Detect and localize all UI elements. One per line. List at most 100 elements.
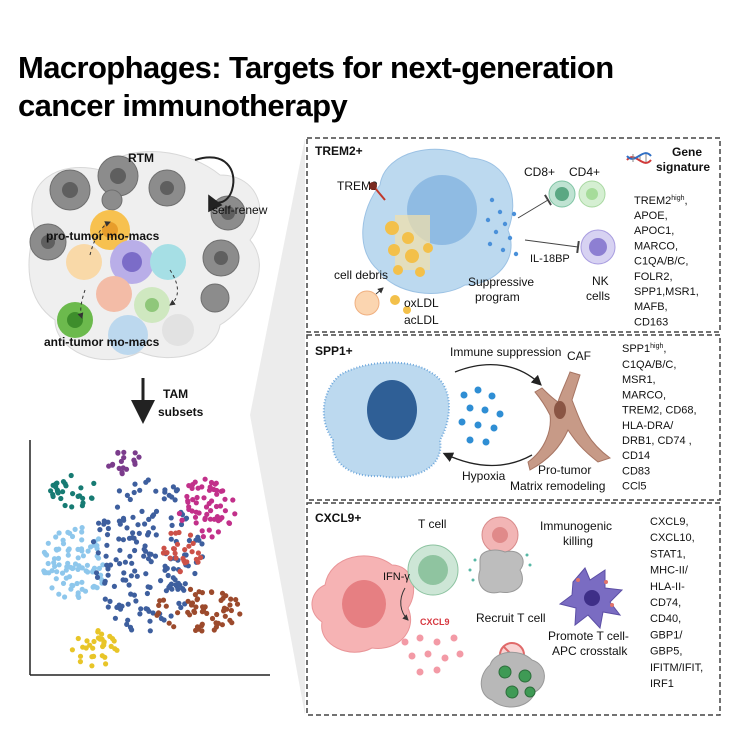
gene-item: FOLR2, xyxy=(634,271,673,283)
cxcl9-nucleus xyxy=(342,580,386,628)
il18bp-label: IL-18BP xyxy=(530,253,570,265)
promote-label-line2: APC crosstalk xyxy=(552,644,628,658)
umap-point xyxy=(161,598,166,603)
umap-point xyxy=(182,547,187,552)
umap-point xyxy=(54,576,59,581)
umap-point xyxy=(204,512,209,517)
umap-point xyxy=(127,554,132,559)
umap-point xyxy=(54,481,59,486)
umap-point xyxy=(146,530,151,535)
umap-point xyxy=(188,587,193,592)
umap-point xyxy=(143,543,148,548)
umap-point xyxy=(197,589,202,594)
umap-point xyxy=(130,530,135,535)
umap-point xyxy=(109,644,114,649)
umap-point xyxy=(163,564,168,569)
t-cell-label: T cell xyxy=(418,517,446,531)
umap-point xyxy=(188,533,193,538)
umap-point xyxy=(156,603,161,608)
umap-point xyxy=(56,592,61,597)
umap-point xyxy=(161,546,166,551)
umap-point xyxy=(186,599,191,604)
umap-point xyxy=(69,504,74,509)
umap-point xyxy=(175,542,180,547)
umap-point xyxy=(70,647,75,652)
debris-icon xyxy=(355,291,379,315)
umap-point xyxy=(162,617,167,622)
umap-point xyxy=(143,480,148,485)
umap-point xyxy=(175,610,180,615)
umap-point xyxy=(114,557,119,562)
umap-point xyxy=(132,490,137,495)
umap-point xyxy=(56,556,61,561)
umap-point xyxy=(104,543,109,548)
gene-item: MARCO, xyxy=(622,389,666,401)
umap-point xyxy=(170,523,175,528)
umap-point xyxy=(186,544,191,549)
umap-point xyxy=(79,546,84,551)
umap-point xyxy=(208,485,213,490)
umap-point xyxy=(202,517,207,522)
umap-point xyxy=(133,598,138,603)
umap-point xyxy=(107,634,112,639)
umap-point xyxy=(91,654,96,659)
tumor-microenvironment: RTM self-renew pro-tumor mo-macs anti-tu… xyxy=(29,151,268,419)
umap-point xyxy=(168,556,173,561)
umap-point xyxy=(106,526,111,531)
umap-point xyxy=(230,497,235,502)
umap-point xyxy=(79,537,84,542)
umap-point xyxy=(70,534,75,539)
umap-point xyxy=(104,554,109,559)
immune-suppression-label: Immune suppression xyxy=(450,345,561,359)
gene-item: DRB1, CD74 , xyxy=(622,435,692,447)
umap-point xyxy=(50,568,55,573)
umap-point xyxy=(135,574,140,579)
promote-label-line1: Promote T cell- xyxy=(548,629,629,643)
umap-point xyxy=(80,496,85,501)
umap-point xyxy=(148,628,153,633)
umap-point xyxy=(84,638,89,643)
umap-point xyxy=(51,560,56,565)
umap-point xyxy=(57,530,62,535)
umap-point xyxy=(73,527,78,532)
umap-point xyxy=(106,573,111,578)
cxcl9-secreted-label: CXCL9 xyxy=(420,617,450,627)
umap-point xyxy=(181,588,186,593)
umap-point xyxy=(66,553,71,558)
umap-point xyxy=(105,532,110,537)
umap-point xyxy=(94,570,99,575)
umap-point xyxy=(49,585,54,590)
umap-point xyxy=(148,552,153,557)
gene-item: APOC1, xyxy=(634,225,674,237)
umap-point xyxy=(154,532,159,537)
umap-point xyxy=(116,536,121,541)
recruit-t-cell-label: Recruit T cell xyxy=(476,611,546,625)
umap-point xyxy=(129,561,134,566)
umap-point xyxy=(117,561,122,566)
umap-point xyxy=(136,455,141,460)
umap-point xyxy=(185,500,190,505)
umap-point xyxy=(89,496,94,501)
umap-point xyxy=(61,581,66,586)
umap-point xyxy=(54,569,59,574)
umap-point xyxy=(237,611,242,616)
umap-point xyxy=(129,573,134,578)
umap-point xyxy=(224,607,229,612)
umap-point xyxy=(190,508,195,513)
umap-point xyxy=(95,575,100,580)
umap-point xyxy=(146,517,151,522)
umap-point xyxy=(223,614,228,619)
self-renew-label: self-renew xyxy=(212,203,268,217)
umap-point xyxy=(79,580,84,585)
umap-point xyxy=(41,568,46,573)
umap-point xyxy=(79,529,84,534)
umap-point xyxy=(119,459,124,464)
umap-point xyxy=(114,648,119,653)
gene-item: C1QA/B/C, xyxy=(622,359,676,371)
umap-point xyxy=(178,605,183,610)
umap-plot xyxy=(30,440,270,675)
umap-point xyxy=(169,515,174,520)
umap-point xyxy=(123,578,128,583)
umap-point xyxy=(132,568,137,573)
gene-item: GBP5, xyxy=(650,646,682,658)
